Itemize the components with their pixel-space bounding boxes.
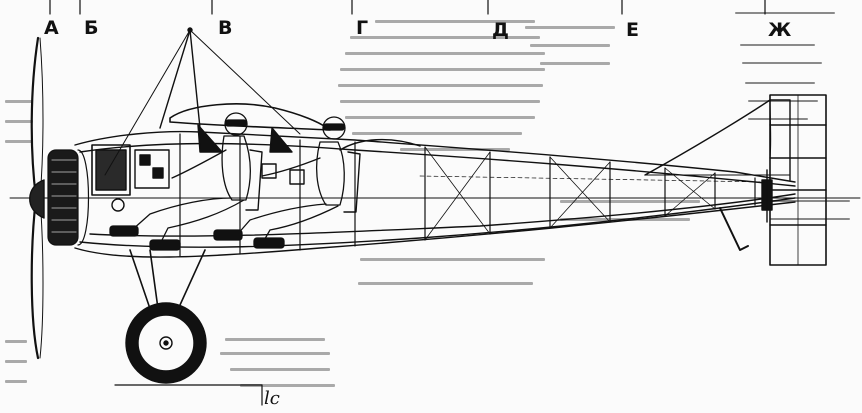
fuselage-frames	[179, 133, 756, 257]
cockpit-coaming	[339, 138, 421, 151]
crew-member-rear	[213, 116, 346, 249]
ground-line	[114, 384, 263, 406]
station-label-zh: Ж	[768, 19, 791, 41]
crew-member-front	[109, 112, 251, 251]
rudder	[769, 94, 827, 266]
rotary-engine	[47, 149, 90, 246]
fuselage-upper-longerons	[74, 130, 796, 187]
engine-accessories	[91, 144, 170, 212]
station-label-v: В	[218, 17, 232, 39]
spinner	[29, 179, 45, 219]
station-label-a: А	[44, 17, 59, 39]
horizontal-stabilizer	[644, 99, 791, 181]
station-label-e: Е	[626, 19, 639, 41]
wing-cabane-pylon	[104, 27, 301, 176]
main-wheel	[125, 302, 207, 384]
tail-sternpost	[761, 169, 773, 223]
tail-skid	[719, 207, 749, 251]
station-label-d: Д	[492, 19, 509, 41]
fuselage-cross-bracing	[424, 146, 716, 241]
seats	[245, 149, 361, 213]
control-cable	[419, 175, 766, 183]
station-label-g: Г	[356, 17, 368, 39]
station-labels: А Б В Г Д Е Ж	[44, 17, 791, 41]
corner-label: lс	[264, 388, 280, 409]
station-label-b: Б	[84, 17, 98, 39]
wing-root-section	[169, 103, 331, 153]
fuselage-lower-longerons	[74, 193, 796, 258]
station-pointer-lines	[49, 0, 766, 15]
